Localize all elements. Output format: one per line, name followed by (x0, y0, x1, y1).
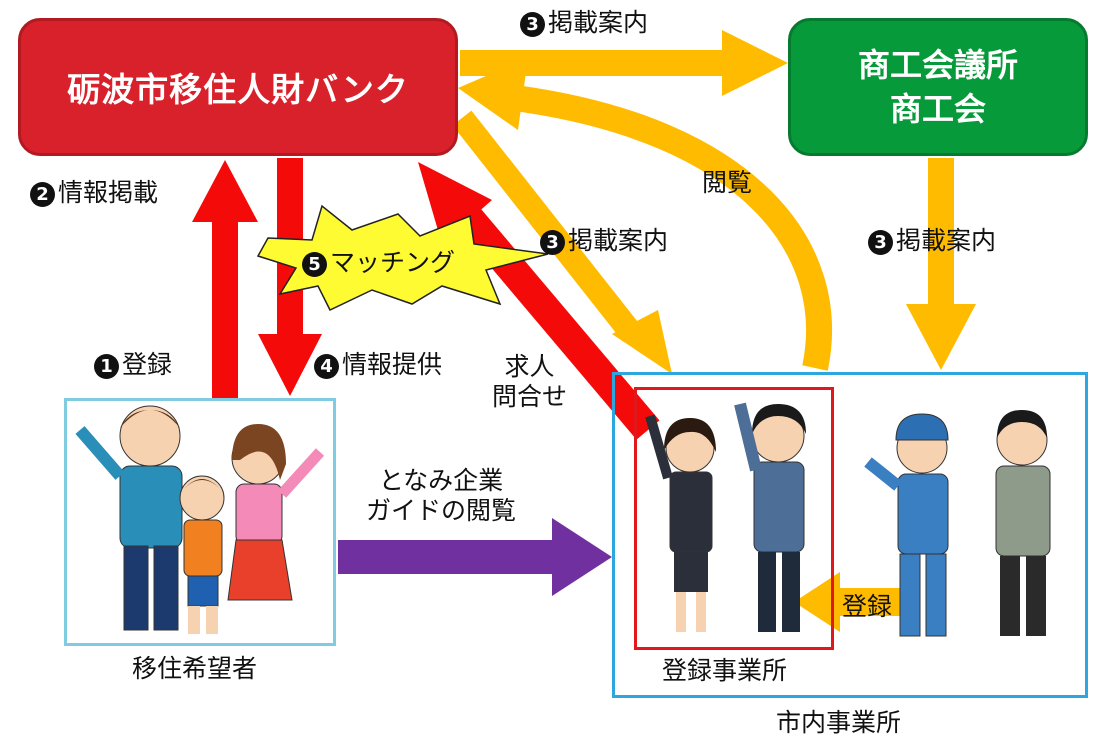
arrow-chamber-to-businesses (906, 158, 976, 370)
arrow-bank-to-registered (452, 110, 672, 374)
arrow-register-up (192, 160, 258, 400)
chamber-box: 商工会議所 商工会 (788, 18, 1088, 156)
label-inquiry: 求人 問合せ (492, 352, 567, 412)
chamber-line1: 商工会議所 (857, 46, 1018, 84)
business-illustration (645, 402, 1051, 637)
caption-registered: 登録事業所 (662, 656, 788, 685)
step3-mid-text: 掲載案内 (568, 226, 669, 255)
arrow-inquiry-diagonal (418, 162, 660, 440)
step1-number-icon: 1 (94, 354, 119, 379)
guide-line2: ガイドの閲覧 (366, 496, 517, 525)
step3-right-number-icon: 3 (868, 230, 893, 255)
matching-burst (256, 204, 549, 311)
step3-right-text: 掲載案内 (896, 226, 997, 255)
family-illustration (75, 405, 325, 634)
step5-number-icon: 5 (302, 252, 327, 277)
arrow-browse-curve (458, 58, 832, 371)
step3-top-text: 掲載案内 (548, 8, 649, 37)
inquiry-line1: 求人 (504, 352, 555, 381)
arrow-guide (338, 518, 612, 596)
guide-line1: となみ企業 (378, 466, 504, 495)
bank-box: 砺波市移住人財バンク (18, 18, 458, 156)
caption-city-businesses: 市内事業所 (776, 708, 902, 737)
step5-text: マッチング (330, 248, 456, 277)
step4-number-icon: 4 (314, 354, 339, 379)
bank-title: 砺波市移住人財バンク (67, 70, 409, 109)
applicants-frame (64, 398, 336, 646)
caption-applicants: 移住希望者 (132, 654, 258, 683)
step4-text: 情報提供 (342, 350, 443, 379)
step1-text: 登録 (122, 350, 173, 379)
step2-text: 情報掲載 (58, 178, 159, 207)
chamber-line2: 商工会 (889, 90, 986, 128)
registered-businesses-frame (634, 387, 834, 650)
step3-top-number-icon: 3 (520, 12, 545, 37)
step2-number-icon: 2 (30, 182, 55, 207)
city-businesses-frame (612, 372, 1088, 698)
label-guide: となみ企業 ガイドの閲覧 (366, 466, 516, 526)
step3-mid-number-icon: 3 (540, 230, 565, 255)
label-browse: 閲覧 (702, 168, 753, 197)
arrow-register-small (794, 572, 900, 632)
label-register: 登録 (842, 592, 893, 621)
inquiry-line2: 問合せ (492, 382, 568, 411)
